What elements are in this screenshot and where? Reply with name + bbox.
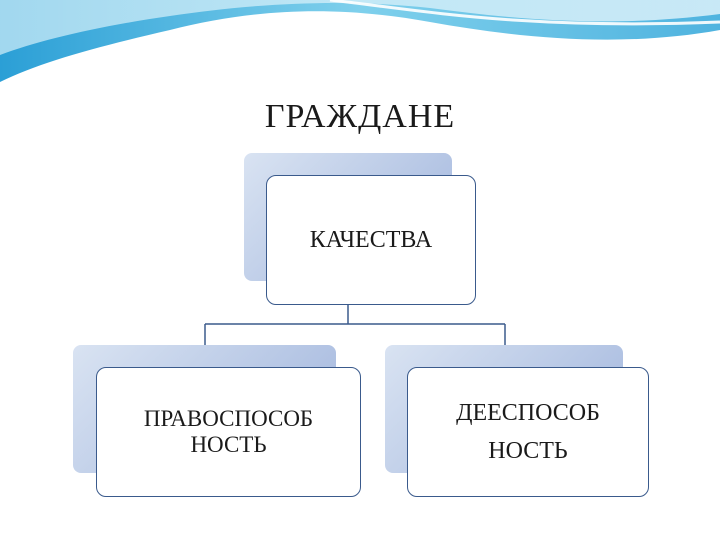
right-node: ДЕЕСПОСОБ НОСТЬ — [407, 367, 649, 497]
right-node-label-line2: НОСТЬ — [456, 432, 600, 470]
right-node-label-line1: ДЕЕСПОСОБ — [456, 394, 600, 432]
root-node-label: КАЧЕСТВА — [310, 227, 432, 254]
left-node-label-line2: НОСТЬ — [144, 432, 313, 458]
left-node-label-line1: ПРАВОСПОСОБ — [144, 406, 313, 432]
left-node: ПРАВОСПОСОБ НОСТЬ — [96, 367, 361, 497]
root-node: КАЧЕСТВА — [266, 175, 476, 305]
